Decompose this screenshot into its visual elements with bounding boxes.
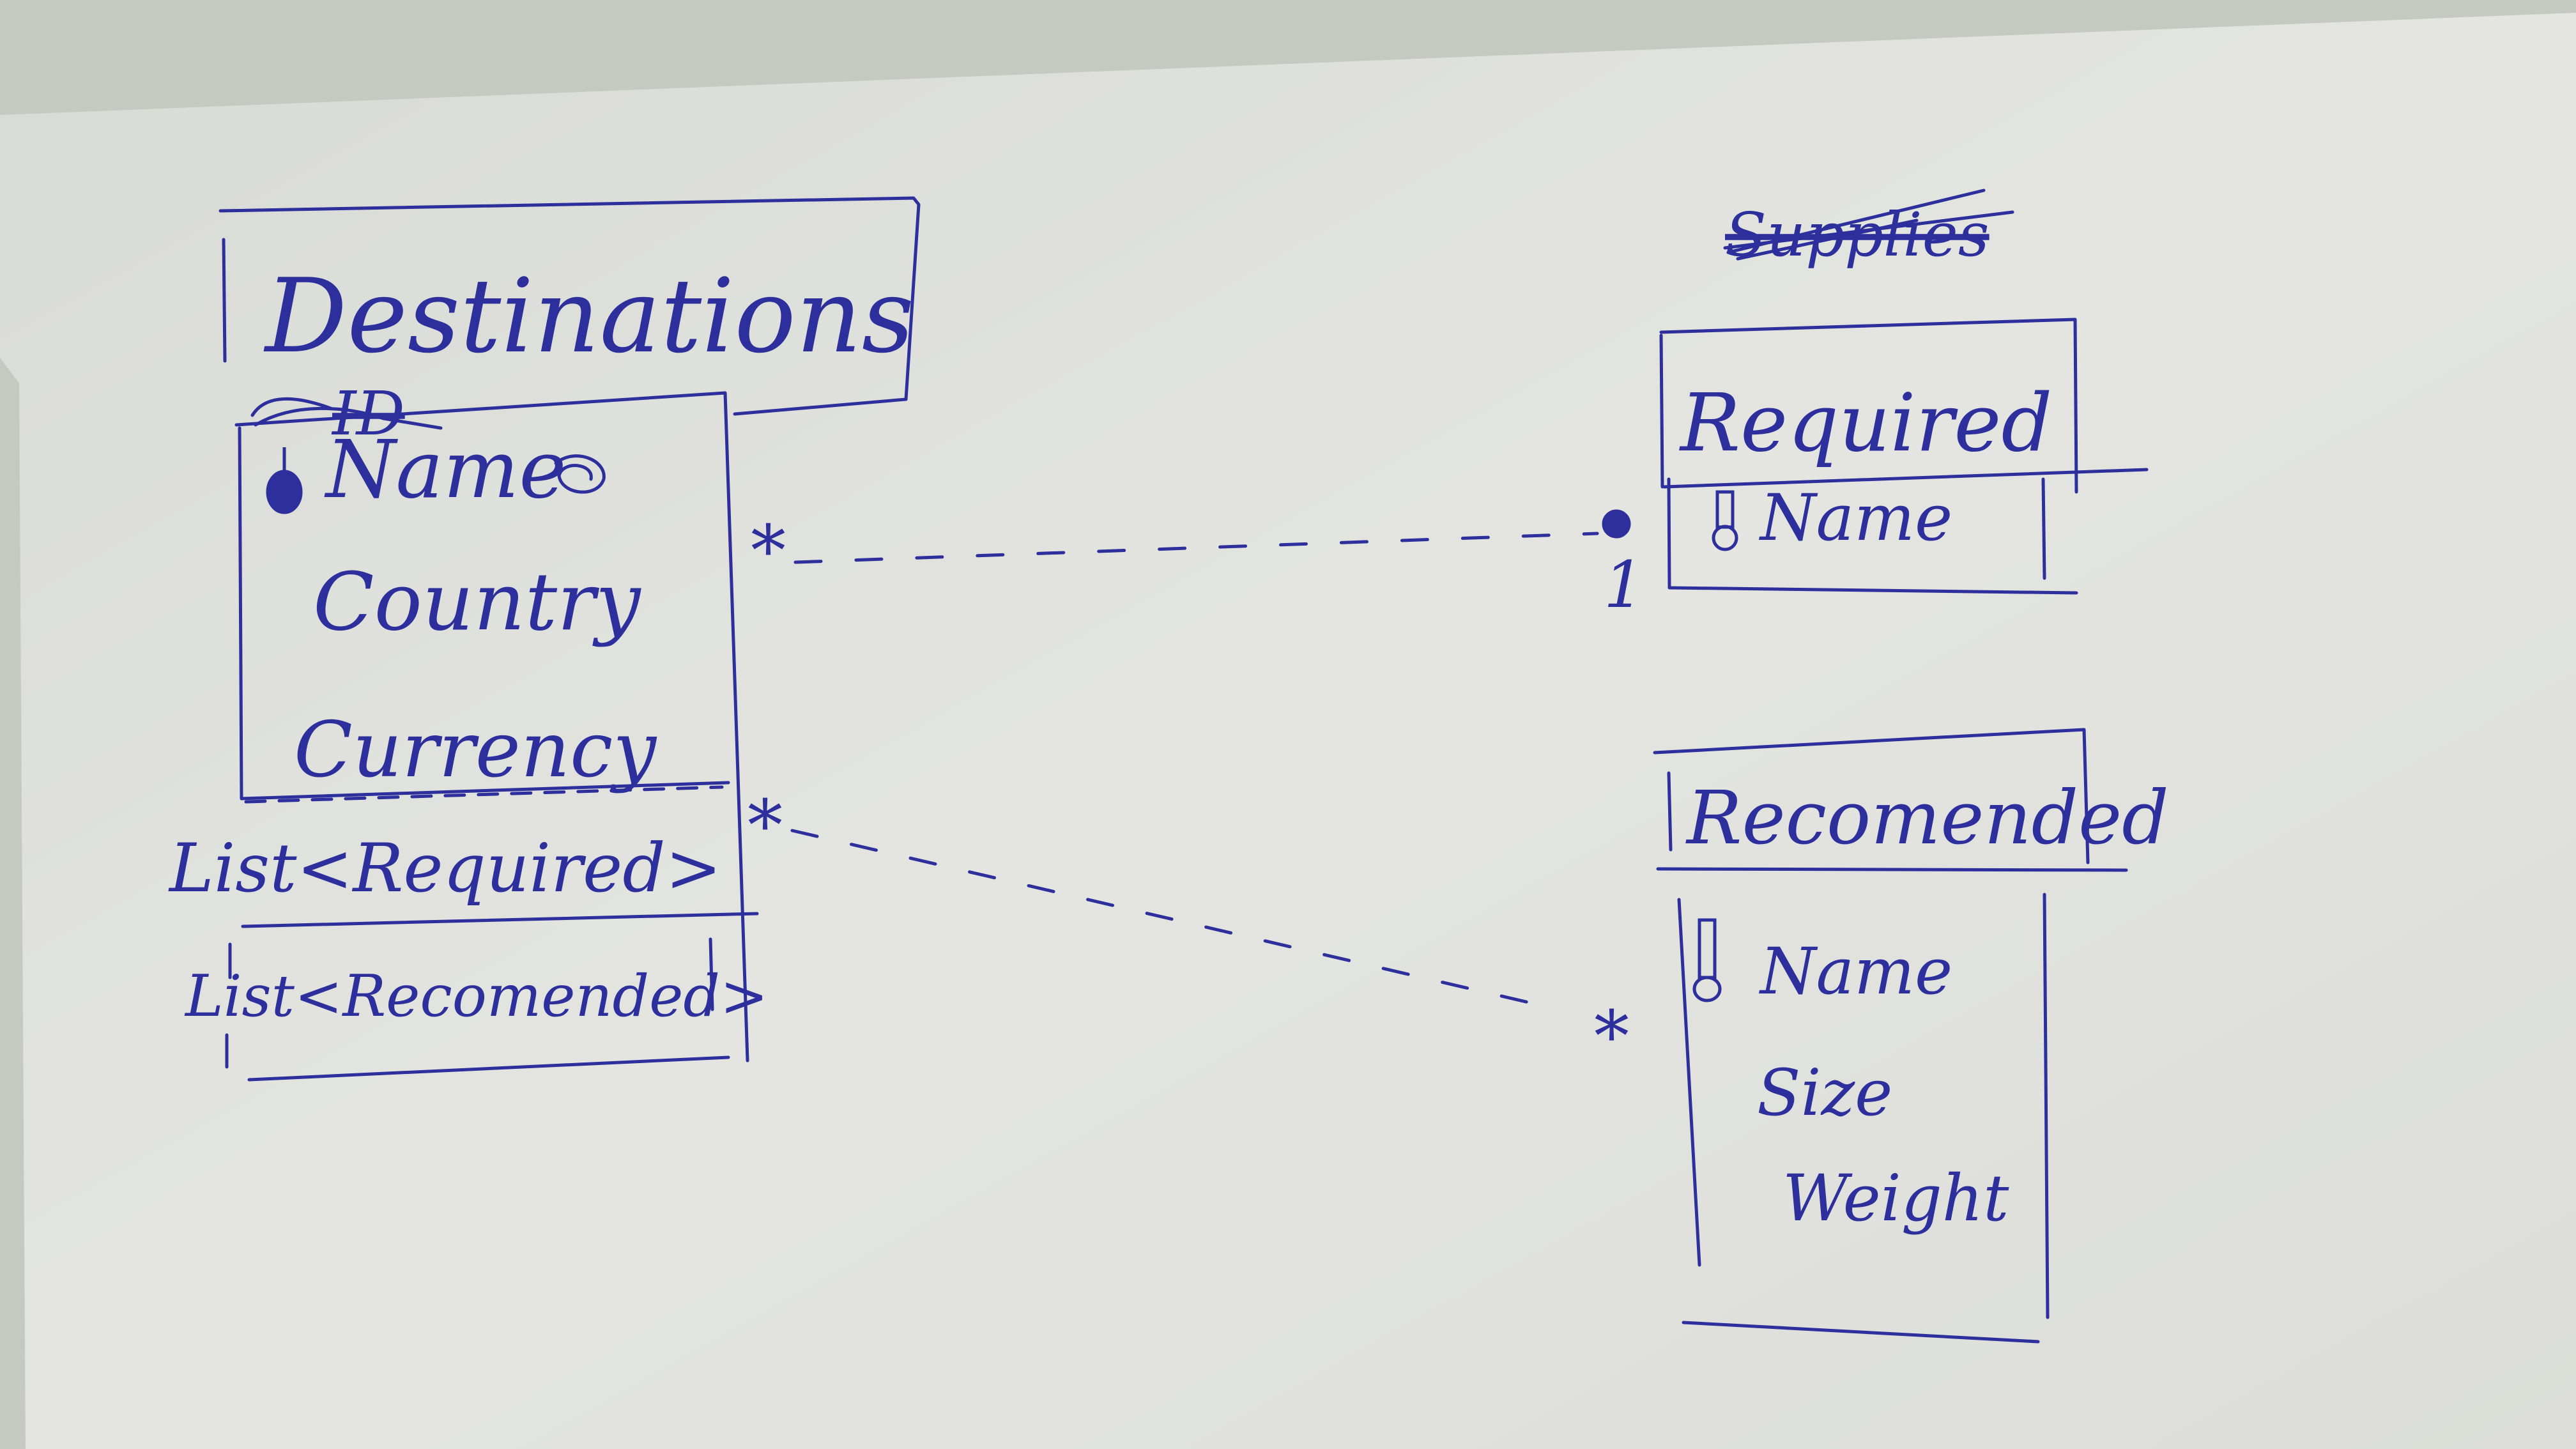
required-title-box [1659, 318, 2149, 494]
destinations-title-box [218, 196, 921, 416]
destinations-attr-currency: Currency [294, 706, 657, 795]
destinations-title: Destinations [263, 256, 914, 376]
required-body-box [1667, 477, 2078, 595]
crossed-out-id-scribble [250, 397, 443, 430]
required-title: Required [1679, 377, 2052, 470]
multiplicity-destinations-required-right: 1 [1604, 548, 1644, 622]
key-icon [1692, 918, 1722, 1002]
destinations-relation-recomended: List<Recomended> [184, 963, 768, 1030]
crossed-out-supplies-scribble [1723, 188, 2014, 261]
destinations-class [218, 196, 921, 1082]
recomended-title-box [1653, 728, 2128, 872]
recomended-attr-size: Size [1757, 1055, 1892, 1130]
destinations-body-box [234, 391, 749, 1062]
destinations-attr-country: Country [313, 556, 641, 648]
paper-sheet [0, 13, 2576, 1449]
multiplicity-destinations-recomended-right: * [1594, 995, 1629, 1077]
recomended-body-box [1677, 893, 2050, 1344]
required-association-dot [1602, 509, 1631, 539]
destinations-attr-separator [244, 785, 724, 804]
destinations-bottom-line [225, 1033, 730, 1082]
recomended-attr-weight: Weight [1782, 1161, 2009, 1236]
recomended-class [1653, 728, 2128, 1344]
name-scribble [554, 454, 606, 494]
recomended-attr-name: Name [1759, 934, 1952, 1009]
association-destinations-recomended [790, 829, 1561, 1011]
destinations-relation-separator [228, 912, 759, 1011]
association-destinations-required [793, 532, 1599, 564]
key-icon [1712, 490, 1738, 551]
crossed-out-supplies-label: Supplies [1725, 200, 1989, 270]
key-icon [266, 447, 303, 514]
multiplicity-destinations-required-left: * [751, 510, 786, 592]
multiplicity-destinations-recomended-left: * [747, 785, 783, 866]
required-attr-name: Name [1759, 480, 1952, 555]
required-class [1659, 188, 2149, 595]
recomended-title: Recomended [1685, 776, 2169, 861]
destinations-relation-required: List<Required> [168, 829, 722, 907]
destinations-crossed-id: ID [331, 379, 405, 449]
destinations-attr-name: Name [324, 424, 566, 516]
